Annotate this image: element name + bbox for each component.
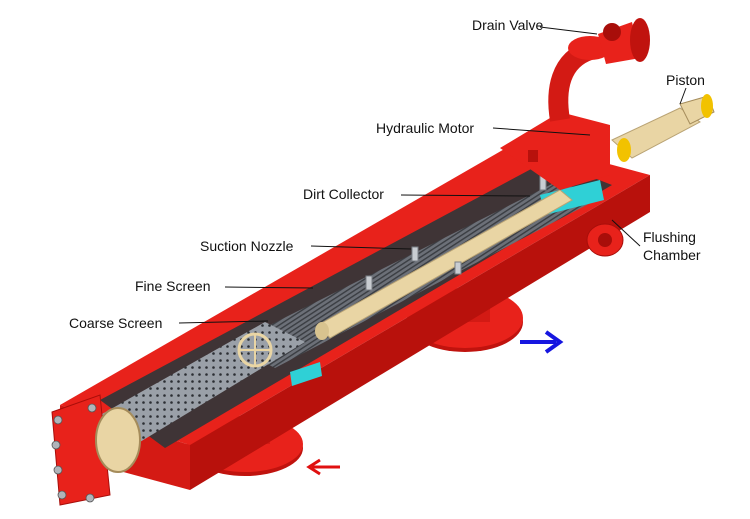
piston-label: Piston bbox=[666, 72, 705, 88]
flushing-chamber-label-line2: Chamber bbox=[643, 247, 701, 263]
flushing-chamber-flange bbox=[586, 223, 624, 257]
fine-screen-label: Fine Screen bbox=[135, 278, 211, 294]
filter-housing bbox=[51, 140, 650, 506]
drain-valve-assembly bbox=[548, 18, 650, 122]
coarse-screen-body bbox=[95, 322, 305, 445]
coarse-screen-label: Coarse Screen bbox=[69, 315, 163, 331]
arrow-left-icon bbox=[306, 458, 340, 476]
hydraulic-motor-assembly bbox=[500, 94, 715, 190]
dirt-collector-label: Dirt Collector bbox=[303, 186, 384, 202]
hydraulic-motor-label: Hydraulic Motor bbox=[376, 120, 475, 136]
drain-valve-label: Drain Valve bbox=[472, 17, 544, 33]
leader-lines bbox=[178, 26, 687, 324]
end-cap-bolts bbox=[51, 403, 97, 503]
flushing-chamber-label-line1: Flushing bbox=[643, 229, 696, 245]
suction-nozzle-label: Suction Nozzle bbox=[200, 238, 294, 254]
arrow-right-icon bbox=[520, 330, 564, 354]
suction-nozzles bbox=[365, 175, 547, 291]
